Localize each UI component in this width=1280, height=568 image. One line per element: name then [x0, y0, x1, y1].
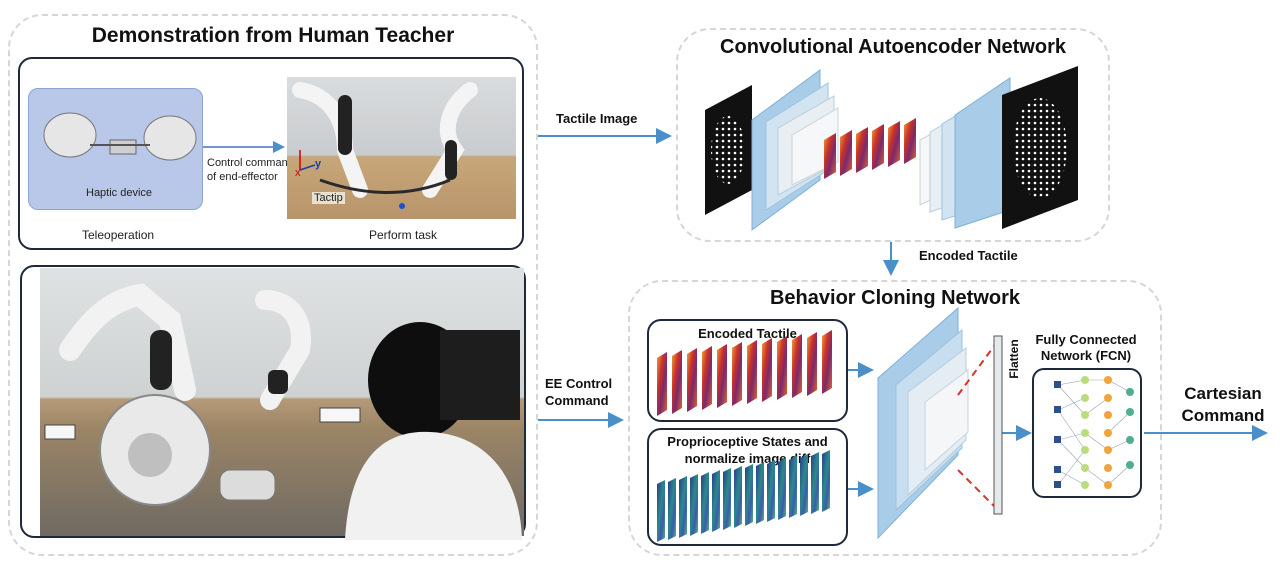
- tactip-label: Tactip: [312, 192, 345, 204]
- robot-arms-illustration: [292, 82, 478, 209]
- ee-control-label-1: EE Control: [545, 376, 613, 391]
- axis-x-label: x: [295, 167, 301, 179]
- proprioceptive-maps: [657, 450, 830, 542]
- cartesian-label-1: Cartesian: [1184, 384, 1262, 403]
- cae-encoder-layers: [751, 69, 839, 231]
- cae-output-image: [1002, 66, 1078, 229]
- teleoperation-label: Teleoperation: [82, 228, 155, 242]
- end-effector-label: of end-effector: [207, 171, 278, 183]
- bc-title: Behavior Cloning Network: [769, 287, 1021, 309]
- encoded-tactile-maps: [657, 330, 832, 416]
- encoded-tactile-panel-label: Encoded Tactile: [698, 326, 797, 341]
- cae-input-image: [705, 85, 752, 215]
- bc-section: [628, 280, 1162, 556]
- fcn-label-2: Network (FCN): [1040, 348, 1132, 363]
- flatten-bar: [993, 335, 1003, 515]
- cae-decoder-layers: [919, 77, 1011, 229]
- fcn-network: [1054, 376, 1134, 489]
- control-command-label: Control command: [207, 157, 294, 169]
- proprioceptive-label-1: Proprioceptive States and: [667, 434, 828, 449]
- tactile-image-label: Tactile Image: [556, 111, 638, 126]
- encoded-tactile-arrow-label: Encoded Tactile: [919, 248, 1018, 263]
- cae-section: [676, 28, 1110, 242]
- demo-title: Demonstration from Human Teacher: [91, 24, 455, 47]
- perform-task-label: Perform task: [369, 228, 438, 242]
- ee-control-label-2: Command: [545, 393, 609, 408]
- haptic-device-icon: [43, 112, 197, 161]
- cartesian-label-2: Command: [1181, 406, 1265, 425]
- teleoperation-scene: [44, 283, 522, 540]
- bc-conv-layers: [877, 306, 969, 540]
- cae-title: Convolutional Autoencoder Network: [720, 36, 1066, 58]
- fcn-label-1: Fully Connected: [1035, 332, 1137, 347]
- axis-y-label: y: [315, 158, 322, 170]
- demo-section: [8, 14, 538, 556]
- haptic-device-label: Haptic device: [86, 187, 153, 199]
- cae-latent-maps: [824, 118, 916, 179]
